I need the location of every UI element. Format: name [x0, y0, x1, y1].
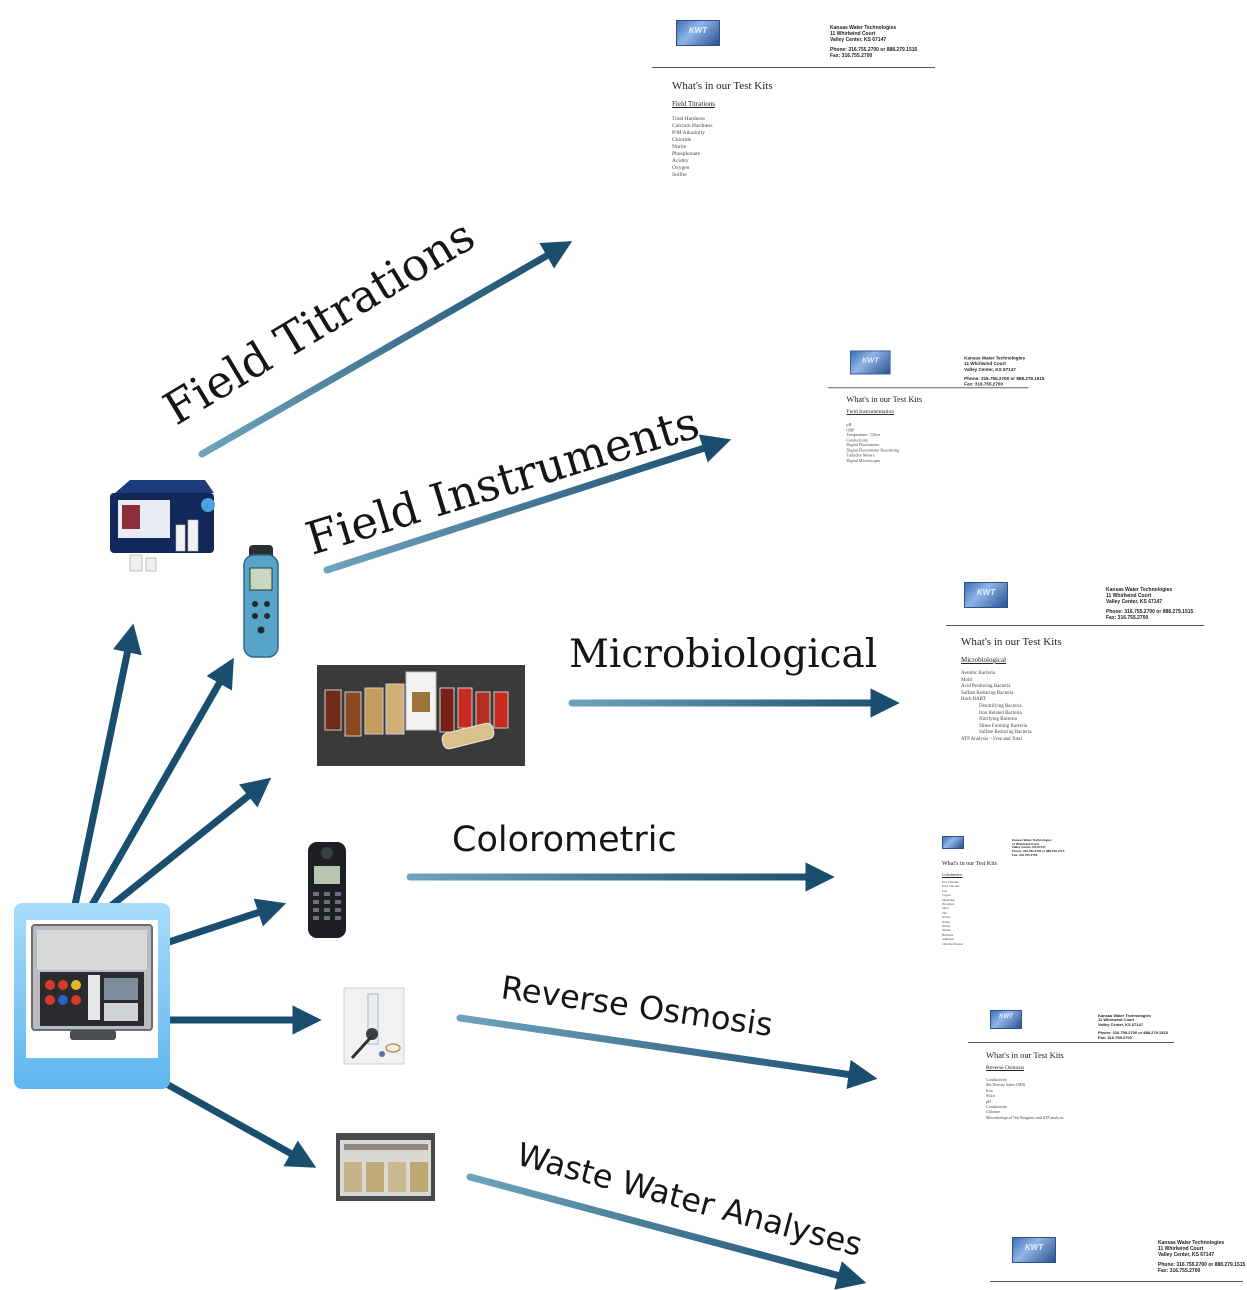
colorimeter-photo — [308, 842, 346, 938]
doc-rule — [652, 67, 935, 68]
hub-arrow-titration — [71, 623, 142, 909]
doc-subheading: Colorimetric — [942, 872, 963, 877]
doc-heading: What's in our Test Kits — [986, 1050, 1064, 1060]
kwt-logo-icon: KWT — [850, 350, 891, 375]
category-arrows — [198, 241, 900, 1290]
hub-arrow-color — [153, 898, 287, 950]
hub-test-kit[interactable] — [14, 903, 170, 1089]
doc-rule — [990, 1281, 1243, 1282]
handheld-meter-photo — [243, 545, 279, 658]
arrow-field-titrations — [198, 241, 573, 458]
arrow-field-instruments — [323, 434, 732, 574]
hub-arrow-instrument — [88, 657, 234, 909]
waste-water-test-photo — [336, 1133, 435, 1201]
doc-subheading: Microbiological — [961, 656, 1007, 664]
doc-subheading: Reverse Osmosis — [986, 1065, 1025, 1071]
kwt-logo-icon: KWT — [676, 20, 720, 46]
culture-vials-photo — [317, 665, 525, 766]
kwt-logo-icon: KWT — [964, 582, 1008, 608]
ro-test-photo — [343, 987, 405, 1065]
doc-rule — [828, 387, 1029, 389]
doc-subheading: Field Titrations — [672, 100, 715, 108]
doc-heading: What's in our Test Kits — [961, 636, 1062, 648]
kwt-logo-icon: KWT — [1012, 1237, 1056, 1263]
doc-rule — [968, 1042, 1174, 1043]
doc-rule — [946, 625, 1204, 626]
label-colorometric: Colorometric — [452, 820, 677, 860]
test-kit-case-photo — [31, 924, 153, 1040]
label-microbiological: Microbiological — [569, 632, 877, 677]
doc-subheading: Field Instrumentation — [846, 409, 895, 415]
titration-kit-photo — [110, 480, 218, 575]
label-field-instruments: Field Instruments — [300, 396, 705, 566]
kwt-logo-icon: KWT — [990, 1010, 1022, 1029]
arrow-reverse-osmosis — [456, 1014, 878, 1090]
kwt-logo-icon — [942, 836, 964, 849]
doc-heading: What's in our Test Kits — [942, 861, 997, 867]
doc-heading: What's in our Test Kits — [672, 80, 773, 92]
hub-arrow-micro — [108, 777, 272, 909]
doc-heading: What's in our Test Kits — [846, 394, 923, 404]
arrow-waste-water — [466, 1173, 867, 1290]
